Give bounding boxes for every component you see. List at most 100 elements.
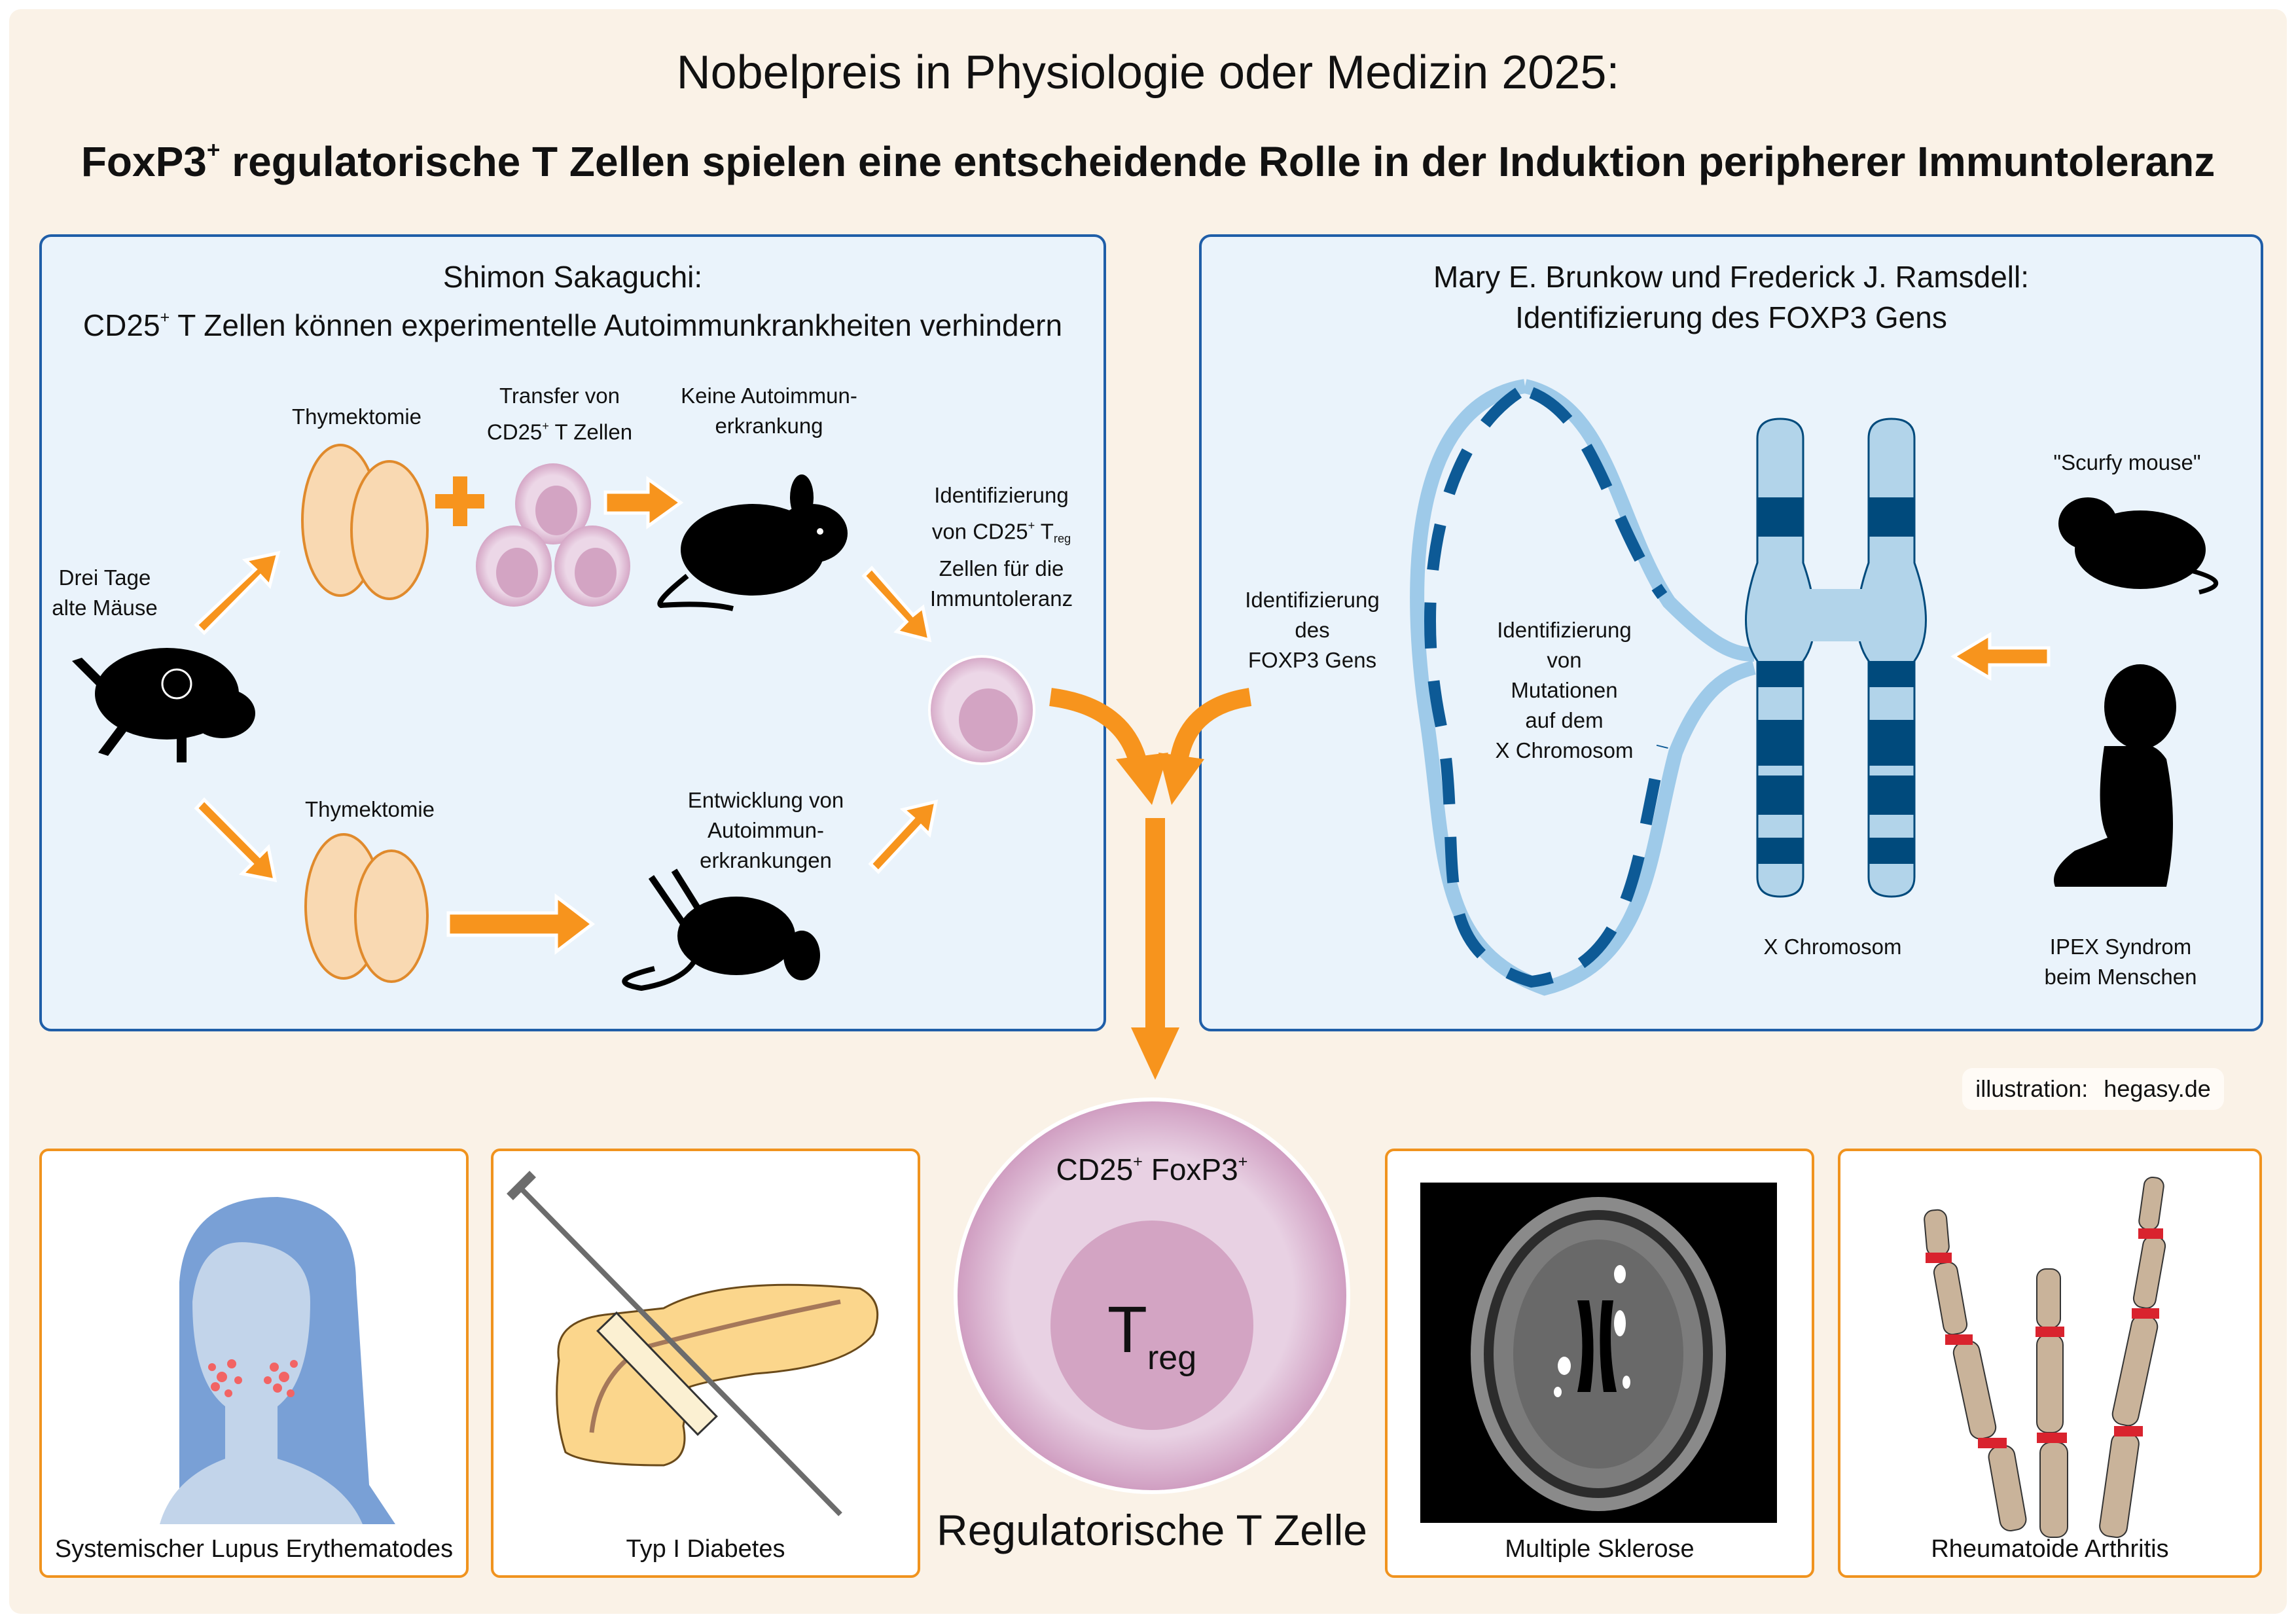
- subtitle-sup: +: [206, 137, 221, 163]
- subtitle-rest: regulatorische T Zellen spielen eine ent…: [220, 138, 2215, 186]
- arrow-down-icon: [1131, 1027, 1179, 1080]
- researcher-names: Mary E. Brunkow und Frederick J. Ramsdel…: [1433, 260, 2030, 294]
- researcher-finding: Identifizierung des FOXP3 Gens: [1515, 300, 1947, 334]
- label-mutation-identification: Identifizierung von Mutationen auf dem X…: [1473, 615, 1656, 766]
- arrow-down-right-icon-2: [861, 565, 932, 643]
- label-three-day-mice: Drei Tage alte Mäuse: [39, 563, 170, 623]
- arrow-right-icon: [603, 476, 684, 529]
- label-treg-identification: Identifizierung von CD25+ Treg Zellen fü…: [910, 480, 1093, 614]
- treg-cell-large: [954, 1097, 1350, 1494]
- label-line: Immuntoleranz: [929, 586, 1073, 611]
- cd25-cell-cluster-icon: [476, 463, 630, 607]
- label-line: beim Menschen: [2044, 965, 2197, 989]
- pancreas-syringe-icon: [507, 1171, 879, 1516]
- label-line: FOXP3 Gens: [1247, 648, 1377, 672]
- label-line: von: [1547, 648, 1582, 672]
- arrow-merge-right-icon: [1169, 688, 1252, 767]
- label-thymectomy-top: Thymektomie: [291, 404, 422, 429]
- dna-helix-icon: [1410, 379, 1756, 996]
- disease-card-lupus: Systemischer Lupus Erythematodes: [39, 1149, 469, 1578]
- sick-mouse-icon: [622, 868, 820, 991]
- label-line: Transfer von: [499, 383, 620, 408]
- disease-card-diabetes: Typ I Diabetes: [491, 1149, 920, 1578]
- treg-core-label: Treg: [949, 1293, 1355, 1378]
- sup-plus: +: [1133, 1152, 1143, 1171]
- label-thymectomy-bottom: Thymektomie: [304, 797, 435, 821]
- treg-cell-small-icon: [928, 655, 1035, 765]
- label-line: Autoimmun-: [708, 818, 824, 842]
- label-rest: T Zellen: [548, 419, 633, 444]
- label-line: erkrankungen: [700, 848, 832, 872]
- label-line: Keine Autoimmun-: [681, 383, 857, 408]
- healthy-mouse-icon: [657, 474, 848, 611]
- sakaguchi-name: Shimon Sakaguchi:: [442, 260, 703, 294]
- ipex-child-icon: [2054, 664, 2176, 887]
- arrow-merge-right-head: [1158, 753, 1204, 805]
- label-text: T: [1035, 519, 1054, 544]
- sup-plus: +: [1238, 1152, 1248, 1171]
- disease-label: Typ I Diabetes: [626, 1535, 785, 1563]
- label-scurfy-mouse: "Scurfy mouse": [2053, 450, 2201, 474]
- label-line: Mutationen: [1511, 678, 1618, 702]
- treg-nucleus: [1050, 1221, 1253, 1430]
- disease-card-ra: Rheumatoide Arthritis: [1838, 1149, 2262, 1578]
- plus-icon: [435, 476, 484, 526]
- sup-plus: +: [542, 419, 549, 433]
- lupus-face-icon: [160, 1197, 395, 1524]
- treg-markers: CD25+ FoxP3+: [949, 1152, 1355, 1187]
- label-text: von CD25: [931, 519, 1028, 544]
- label-line: Zellen für die: [939, 556, 1064, 580]
- sup-plus: +: [1028, 519, 1035, 532]
- sakaguchi-heading: Shimon Sakaguchi: CD25+ T Zellen können …: [39, 257, 1106, 346]
- sakaguchi-graphics: [72, 444, 1035, 991]
- brunkow-ramsdell-panel: [1199, 234, 2263, 1031]
- arrow-merge-left-icon: [1049, 688, 1148, 768]
- label-line: von CD25+ Treg: [910, 510, 1093, 554]
- label-line: des: [1295, 618, 1330, 642]
- label-line: Entwicklung von: [687, 788, 844, 812]
- t-letter: T: [1107, 1293, 1147, 1366]
- label-line: alte Mäuse: [52, 596, 158, 620]
- illustration-credit: illustration: hegasy.de: [1962, 1068, 2224, 1110]
- subtitle-foxp3: FoxP3: [81, 138, 207, 186]
- label-disease-development: Entwicklung von Autoimmun- erkrankungen: [668, 785, 864, 876]
- foxp3-text: FoxP3: [1142, 1152, 1238, 1186]
- treg-caption: Regulatorische T Zelle: [937, 1506, 1367, 1554]
- label-line: Identifizierung: [1497, 618, 1632, 642]
- young-mouse-icon: [72, 648, 255, 762]
- credit-prefix: illustration:: [1975, 1075, 2089, 1102]
- brain-mri-icon: [1420, 1183, 1777, 1523]
- thymus-icon-top: [301, 444, 429, 600]
- disease-card-ms: Multiple Sklerose: [1385, 1149, 1814, 1578]
- arrow-down-right-icon: [194, 797, 278, 883]
- sup-plus: +: [160, 308, 170, 327]
- label-line: Identifizierung: [1245, 588, 1380, 612]
- page-subtitle: FoxP3+ regulatorische T Zellen spielen e…: [0, 137, 2296, 186]
- scurfy-mouse-icon: [2058, 497, 2219, 595]
- label-line: IPEX Syndrom: [2049, 935, 2192, 959]
- label-x-chromosome: X Chromosom: [1763, 935, 1902, 959]
- sakaguchi-finding: CD25+ T Zellen können experimentelle Aut…: [39, 297, 1106, 346]
- finding-text: T Zellen können experimentelle Autoimmun…: [170, 308, 1063, 343]
- disease-label: Rheumatoide Arthritis: [1931, 1535, 2169, 1563]
- credit-site[interactable]: hegasy.de: [2104, 1075, 2211, 1102]
- label-line: auf dem: [1525, 708, 1604, 732]
- cd25-text: CD25: [82, 308, 160, 343]
- sub-reg: reg: [1147, 1339, 1197, 1377]
- arrow-right-icon-bottom: [446, 893, 596, 955]
- page-title: Nobelpreis in Physiologie oder Medizin 2…: [676, 46, 1620, 99]
- label-gene-identification: Identifizierung des FOXP3 Gens: [1224, 585, 1401, 675]
- arrow-up-right-icon-2: [868, 799, 939, 874]
- x-chromosome-icon: [1745, 418, 1927, 898]
- brunkow-ramsdell-heading: Mary E. Brunkow und Frederick J. Ramsdel…: [1199, 257, 2263, 338]
- disease-label: Multiple Sklerose: [1505, 1535, 1695, 1563]
- foxp3-graphics: [1049, 379, 2219, 1080]
- arrow-left-icon: [1950, 632, 2051, 681]
- label-line: Identifizierung: [934, 483, 1069, 507]
- label-line: Drei Tage: [58, 565, 151, 590]
- cd25-text: CD25: [486, 419, 543, 444]
- disease-label: Systemischer Lupus Erythematodes: [54, 1535, 454, 1563]
- arrow-up-right-icon: [194, 550, 281, 635]
- arrow-merge-left-head: [1116, 753, 1168, 805]
- label-transfer: Transfer von CD25+ T Zellen: [465, 381, 655, 448]
